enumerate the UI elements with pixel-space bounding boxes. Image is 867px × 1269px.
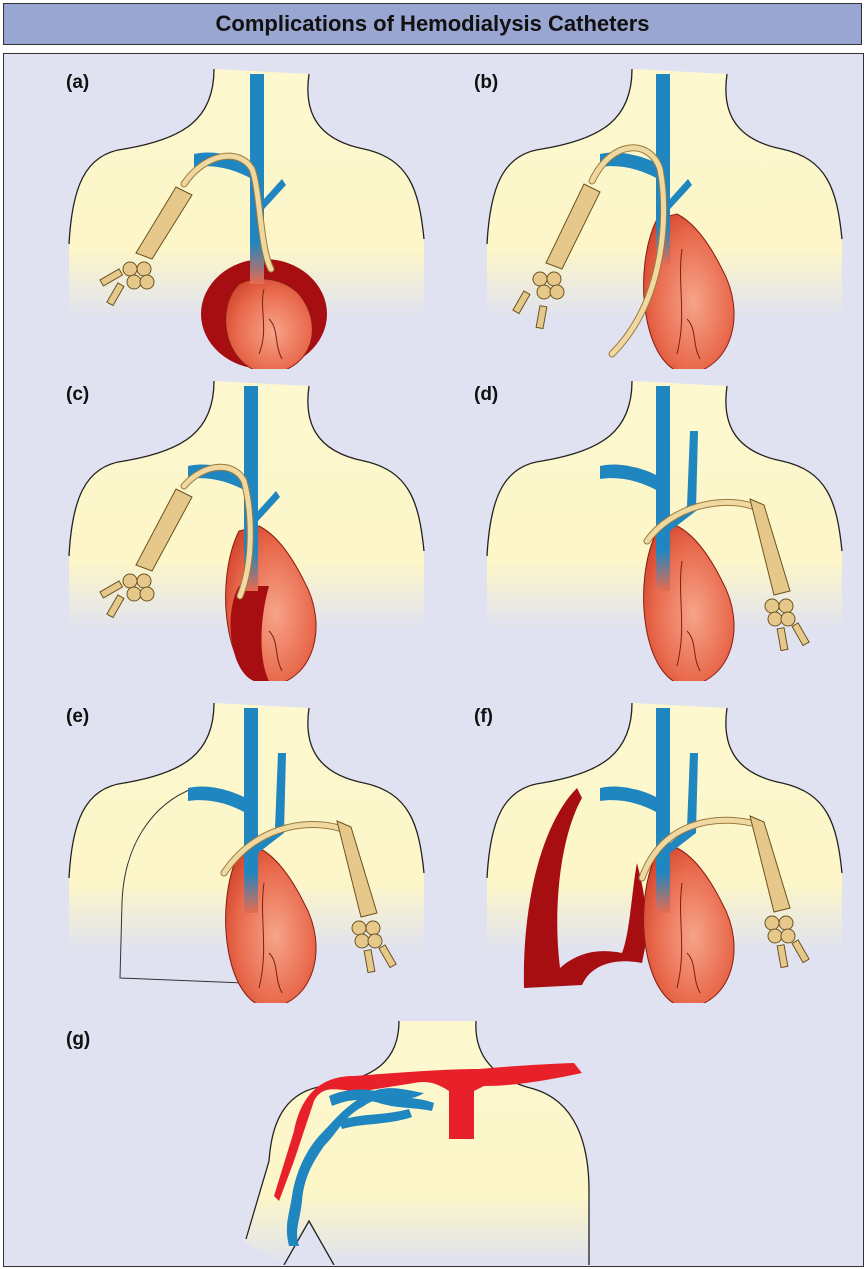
panel-a-illustration xyxy=(64,69,434,369)
panel-g-illustration xyxy=(244,1021,654,1265)
page-title: Complications of Hemodialysis Catheters xyxy=(216,11,650,37)
title-bar: Complications of Hemodialysis Catheters xyxy=(3,3,862,45)
panel-e-illustration xyxy=(64,703,434,1003)
superior-vena-cava xyxy=(656,708,670,913)
panel-f-illustration xyxy=(482,703,852,1003)
figure-panel: (a) (b) xyxy=(3,53,864,1267)
panel-d-illustration xyxy=(482,381,852,681)
panel-g-label: (g) xyxy=(66,1029,90,1051)
superior-vena-cava xyxy=(656,386,670,591)
panel-c-illustration xyxy=(64,381,434,681)
panel-b-illustration xyxy=(482,69,852,369)
superior-vena-cava xyxy=(244,708,258,913)
